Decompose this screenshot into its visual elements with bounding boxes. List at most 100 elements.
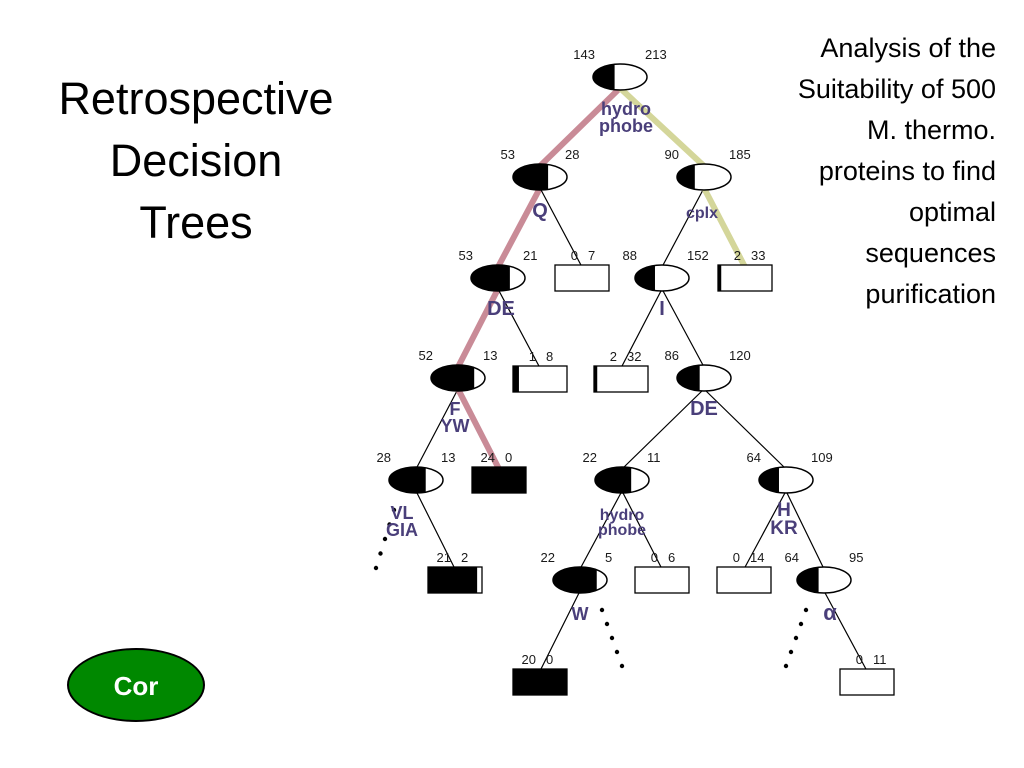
node-count-left: 28 [377, 450, 391, 465]
split-node-fill [797, 567, 819, 593]
tree-edge [539, 590, 581, 672]
caption-line: proteins to find [818, 156, 996, 186]
node-count-right: 21 [523, 248, 537, 263]
slide-title-line: Decision [109, 135, 283, 186]
split-node [552, 566, 608, 594]
highlight-path-edge [537, 85, 623, 169]
highlight-path-edge [617, 85, 707, 169]
split-criterion-label: YW [441, 416, 470, 436]
leaf-node [427, 566, 483, 594]
split-node [676, 163, 732, 191]
continuation-dot [803, 607, 809, 613]
node-count-left: 0 [733, 550, 740, 565]
leaf-node-bg [555, 265, 609, 291]
node-count-right: 7 [588, 248, 595, 263]
split-node [676, 364, 732, 392]
tree-edge [621, 388, 705, 470]
continuation-dot [798, 621, 804, 627]
continuation-dot [599, 607, 605, 613]
node-count-right: 120 [729, 348, 751, 363]
split-node [634, 264, 690, 292]
split-node [594, 466, 650, 494]
split-criterion-label: F [450, 399, 461, 419]
split-node [758, 466, 814, 494]
caption-line: Analysis of the [820, 33, 996, 63]
caption-line: purification [865, 279, 996, 309]
node-count-left: 20 [522, 652, 536, 667]
split-node-fill [593, 64, 615, 90]
node-count-left: 53 [501, 147, 515, 162]
split-criterion-label: KR [770, 518, 798, 539]
caption-line: sequences [865, 238, 996, 268]
split-node [592, 63, 648, 91]
leaf-node [839, 668, 895, 696]
leaf-node [554, 264, 610, 292]
continuation-dot [783, 663, 789, 669]
split-criterion-label: DE [690, 398, 718, 420]
highlight-path-edge [701, 185, 748, 270]
node-count-right: 11 [647, 450, 661, 465]
slide-title-line: Retrospective [58, 73, 334, 124]
tree-edge [415, 388, 459, 470]
split-criterion-label: α [823, 600, 837, 625]
split-criterion-label: I [659, 298, 665, 320]
split-node [512, 163, 568, 191]
split-node-fill [513, 164, 549, 190]
leaf-node-bg [717, 567, 771, 593]
node-count-right: 185 [729, 147, 751, 162]
tree-edge [661, 288, 705, 368]
tree-edge [539, 187, 583, 268]
node-count-right: 213 [645, 47, 667, 62]
leaf-node-bg [718, 265, 772, 291]
continuation-dot [793, 635, 799, 641]
continuation-dot [373, 565, 379, 571]
split-criterion-label: phobe [598, 522, 646, 539]
caption-line: M. thermo. [866, 115, 996, 145]
split-criterion-label: H [777, 500, 791, 521]
split-criterion-label: phobe [599, 116, 653, 136]
leaf-node-fill [472, 467, 526, 493]
node-count-left: 22 [583, 450, 597, 465]
split-node [388, 466, 444, 494]
leaf-node [471, 466, 527, 494]
node-count-right: 13 [483, 348, 497, 363]
node-count-left: 52 [419, 348, 433, 363]
leaf-node-fill [718, 265, 722, 291]
split-node-fill [595, 467, 632, 493]
split-criterion-label: GIA [386, 520, 418, 540]
leaf-node-bg [840, 669, 894, 695]
node-count-right: 14 [750, 550, 764, 565]
leaf-node [512, 365, 568, 393]
leaf-node [593, 365, 649, 393]
node-count-right: 109 [811, 450, 833, 465]
cor-button[interactable]: Cor [67, 648, 205, 722]
highlight-path-edge [495, 185, 543, 270]
node-count-left: 0 [571, 248, 578, 263]
split-criterion-label: VL [390, 503, 413, 523]
split-node-fill [635, 265, 655, 291]
caption-line: optimal [908, 197, 996, 227]
node-count-left: 0 [856, 652, 863, 667]
node-count-right: 95 [849, 550, 863, 565]
leaf-node-fill [513, 669, 567, 695]
node-count-left: 53 [459, 248, 473, 263]
continuation-dot [387, 522, 392, 527]
tree-edge [661, 187, 705, 268]
tree-edge [620, 288, 663, 369]
cor-button-label: Cor [113, 671, 159, 701]
continuation-dot [619, 663, 625, 669]
node-count-left: 90 [665, 147, 679, 162]
split-criterion-label: cplx [686, 205, 718, 222]
node-count-left: 22 [541, 550, 555, 565]
split-node [470, 264, 526, 292]
split-node [796, 566, 852, 594]
leaf-node [716, 566, 772, 594]
node-count-left: 64 [785, 550, 799, 565]
split-criterion-label: W [572, 604, 589, 624]
split-node-fill [389, 467, 426, 493]
node-count-right: 11 [873, 652, 887, 667]
node-count-right: 6 [668, 550, 675, 565]
node-count-left: 1 [529, 349, 536, 364]
continuation-dot [614, 649, 620, 655]
node-count-right: 33 [751, 248, 765, 263]
